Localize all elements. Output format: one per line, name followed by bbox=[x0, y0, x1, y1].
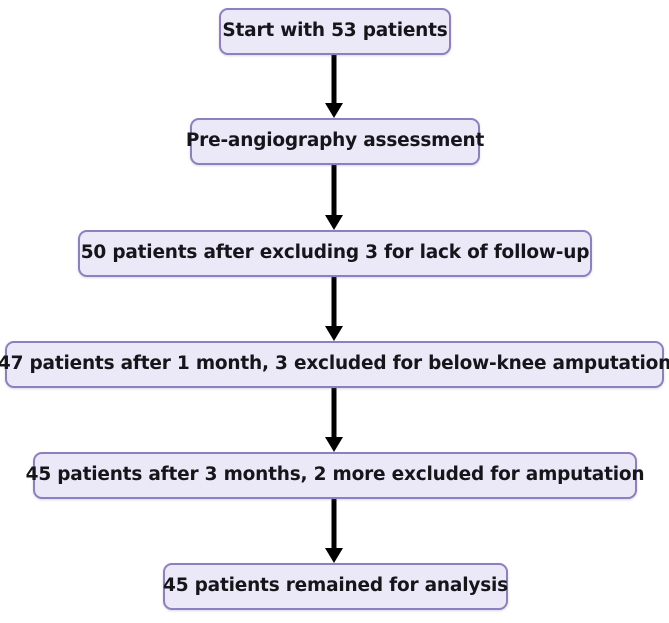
arrow-head-icon bbox=[325, 326, 343, 341]
arrow-shaft bbox=[331, 277, 337, 328]
node-label: 47 patients after 1 month, 3 excluded fo… bbox=[0, 353, 669, 375]
node-label: 50 patients after excluding 3 for lack o… bbox=[80, 242, 590, 264]
arrow-n1-n2 bbox=[322, 55, 346, 118]
node-label: Start with 53 patients bbox=[222, 20, 448, 42]
arrow-shaft bbox=[331, 499, 337, 550]
arrow-head-icon bbox=[325, 215, 343, 230]
arrow-n2-n3 bbox=[322, 165, 346, 230]
node-label: 45 patients after 3 months, 2 more exclu… bbox=[25, 464, 645, 486]
flowchart-node-47-patients: 47 patients after 1 month, 3 excluded fo… bbox=[0, 341, 669, 388]
arrow-head-icon bbox=[325, 103, 343, 118]
flowchart-node-preangiography: Pre-angiography assessment bbox=[186, 118, 484, 165]
node-label: 45 patients remained for analysis bbox=[163, 575, 508, 597]
node-label: Pre-angiography assessment bbox=[185, 130, 485, 152]
flowchart-node-45-patients-3-months: 45 patients after 3 months, 2 more exclu… bbox=[26, 452, 645, 499]
arrow-n5-n6 bbox=[322, 499, 346, 563]
flowchart-node-50-patients: 50 patients after excluding 3 for lack o… bbox=[78, 230, 592, 277]
arrow-shaft bbox=[331, 165, 337, 217]
arrow-n3-n4 bbox=[322, 277, 346, 341]
flowchart-node-45-remained: 45 patients remained for analysis bbox=[163, 563, 508, 610]
arrow-head-icon bbox=[325, 548, 343, 563]
arrow-n4-n5 bbox=[322, 388, 346, 452]
arrow-shaft bbox=[331, 388, 337, 439]
arrow-head-icon bbox=[325, 437, 343, 452]
arrow-shaft bbox=[331, 55, 337, 105]
flowchart-node-start: Start with 53 patients bbox=[219, 8, 451, 55]
